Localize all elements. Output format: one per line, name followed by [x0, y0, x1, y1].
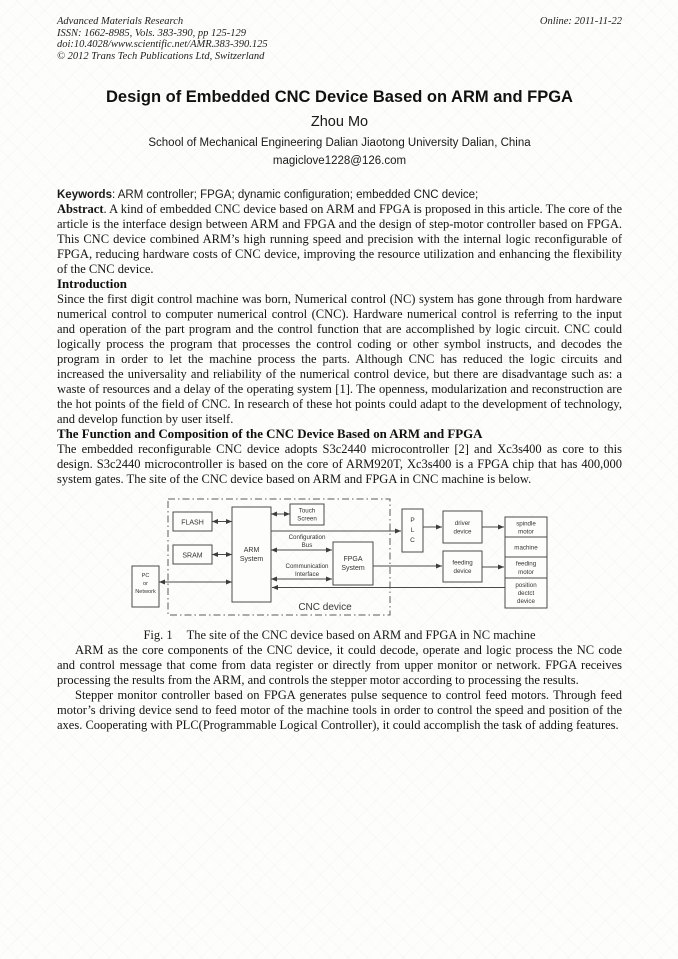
- feeding-motor-label: motor: [518, 569, 534, 576]
- figure-caption-label: Fig. 1: [143, 628, 173, 643]
- doi-line: doi:10.4028/www.scientific.net/AMR.383-3…: [57, 39, 268, 51]
- author-email: magiclove1228@126.com: [272, 155, 407, 168]
- feeding-device-box: [442, 550, 483, 583]
- page-content: Advanced Materials Research ISSN: 1662-8…: [57, 16, 622, 733]
- function-paragraph: The embedded reconfigurable CNC device a…: [57, 442, 622, 487]
- arm-core-paragraph: ARM as the core components of the CNC de…: [57, 643, 622, 688]
- online-date: Online: 2011-11-22: [539, 16, 622, 27]
- pc-network-label: or: [143, 581, 148, 587]
- communication-interface-label: Communication: [286, 563, 330, 570]
- position-detect-label: dectct: [518, 590, 535, 597]
- introduction-paragraph: Since the first digit control machine wa…: [57, 292, 622, 427]
- section-heading-introduction: Introduction: [57, 277, 127, 292]
- position-detect-label: device: [517, 598, 535, 605]
- spindle-motor-label: spindle: [516, 521, 536, 528]
- paper-title: Design of Embedded CNC Device Based on A…: [106, 88, 573, 107]
- touch-screen-label: Screen: [297, 516, 317, 523]
- section-heading-function-composition: The Function and Composition of the CNC …: [57, 427, 483, 442]
- author-affiliation: School of Mechanical Engineering Dalian …: [148, 137, 531, 150]
- driver-device-box: [442, 510, 483, 544]
- configuration-bus-label: Bus: [302, 542, 313, 549]
- fpga-system-box: [332, 541, 374, 586]
- driver-device-label: driver: [455, 520, 470, 527]
- plc-label: P: [410, 517, 414, 524]
- touch-screen-label: Touch: [299, 508, 316, 515]
- figure-caption-text: The site of the CNC device based on ARM …: [186, 628, 536, 643]
- arm-system-label: ARM: [244, 547, 260, 554]
- cnc-device-boundary: [167, 498, 391, 616]
- pc-network-label: PC: [142, 573, 150, 579]
- cnc-device-label: CNC device: [298, 602, 352, 613]
- journal-name: Advanced Materials Research: [57, 16, 184, 27]
- plc-box: [401, 508, 424, 553]
- position-detect-box: [504, 577, 548, 609]
- author-name: Zhou Mo: [310, 114, 369, 131]
- cnc-block-diagram: CNC device PC or Network FLASH SRAM ARM …: [131, 498, 548, 616]
- fpga-system-label: FPGA: [343, 556, 362, 563]
- keywords-label: Keywords: [57, 189, 112, 202]
- fpga-system-label: System: [341, 565, 365, 572]
- issn-line: ISSN: 1662-8985, Vols. 383-390, pp 125-1…: [57, 27, 246, 39]
- figure-1-caption: Fig. 1 The site of the CNC device based o…: [57, 628, 622, 643]
- arm-system-label: System: [240, 556, 264, 563]
- flash-label: FLASH: [181, 520, 204, 527]
- stepper-controller-paragraph: Stepper monitor controller based on FPGA…: [57, 688, 622, 733]
- abstract-text: . A kind of embedded CNC device based on…: [57, 202, 622, 277]
- configuration-bus-label: Configuration: [289, 534, 326, 541]
- feeding-device-label: feeding: [452, 560, 473, 567]
- arm-system-box: [231, 506, 272, 603]
- copyright-line: © 2012 Trans Tech Publications Ltd, Swit…: [57, 50, 265, 62]
- figure-1-diagram: CNC device PC or Network FLASH SRAM ARM …: [129, 495, 554, 623]
- abstract-paragraph: Abstract. A kind of embedded CNC device …: [57, 202, 622, 277]
- spindle-motor-label: motor: [518, 529, 534, 536]
- journal-header-left: Advanced Materials Research ISSN: 1662-8…: [57, 16, 268, 62]
- keywords-line: Keywords: ARM controller; FPGA; dynamic …: [57, 189, 622, 202]
- feeding-motor-label: feeding: [516, 561, 537, 568]
- machine-label: machine: [514, 545, 538, 552]
- abstract-label: Abstract: [57, 202, 104, 217]
- journal-header: Advanced Materials Research ISSN: 1662-8…: [57, 16, 622, 62]
- pc-network-box: [131, 565, 160, 608]
- sram-label: SRAM: [182, 553, 202, 560]
- pc-network-label: Network: [135, 589, 156, 595]
- keywords-text: : ARM controller; FPGA; dynamic configur…: [111, 189, 479, 202]
- plc-label: L: [411, 527, 415, 534]
- communication-interface-label: Interface: [295, 571, 320, 578]
- feeding-device-label: device: [454, 568, 472, 575]
- plc-label: C: [410, 537, 415, 544]
- driver-device-label: device: [454, 529, 472, 536]
- position-detect-label: position: [515, 582, 537, 589]
